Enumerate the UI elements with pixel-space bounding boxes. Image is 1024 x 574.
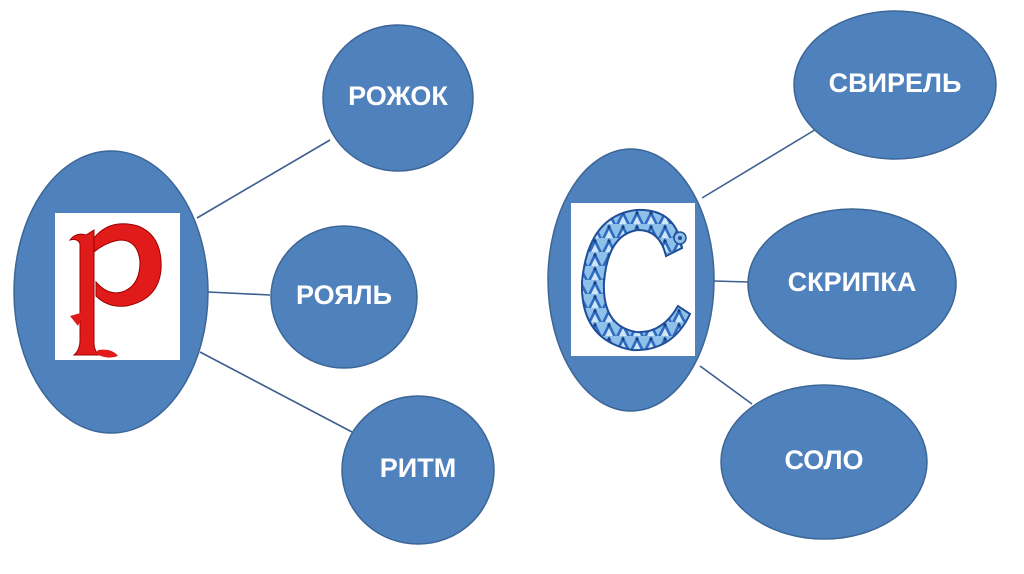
- word-ritm: РИТМ: [380, 453, 456, 483]
- connector-s-to-top: [702, 128, 818, 198]
- connector-r-to-middle: [208, 292, 270, 295]
- center-node-r: Р: [0, 0, 208, 433]
- word-royal: РОЯЛЬ: [296, 280, 392, 310]
- word-node-royal: РОЯЛЬ: [271, 226, 417, 368]
- word-node-ritm: РИТМ: [342, 396, 494, 544]
- word-node-solo: СОЛО: [721, 385, 927, 539]
- word-node-skripka: СКРИПКА: [748, 209, 956, 359]
- word-rozhok: РОЖОК: [348, 81, 448, 111]
- connector-r-to-top: [197, 140, 330, 218]
- word-svirel: СВИРЕЛЬ: [829, 68, 962, 98]
- word-node-rozhok: РОЖОК: [323, 25, 473, 171]
- word-solo: СОЛО: [784, 445, 863, 475]
- connector-s-to-middle: [714, 281, 748, 282]
- word-skripka: СКРИПКА: [788, 267, 917, 297]
- connector-s-to-bottom: [700, 366, 752, 404]
- word-node-svirel: СВИРЕЛЬ: [794, 11, 996, 159]
